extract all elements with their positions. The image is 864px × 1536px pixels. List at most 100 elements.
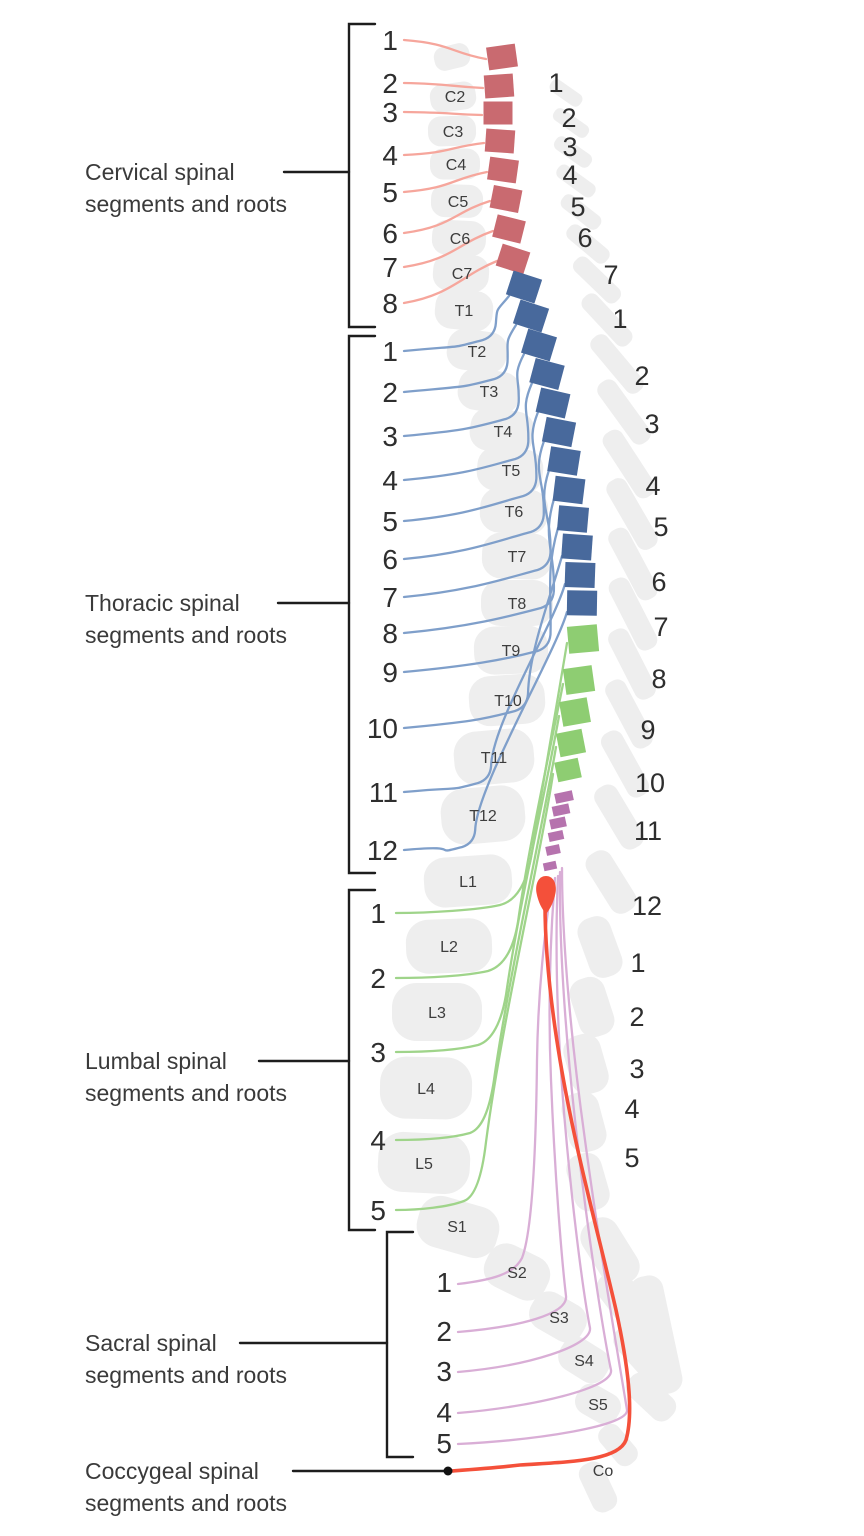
vertebral-body-blob [558,1336,610,1384]
vertebra-label-T8: T8 [508,596,527,613]
root-line-thoracic-3 [402,352,526,438]
right-level-number-thoracic-4: 4 [645,471,660,501]
spinous-process-blob [605,679,653,749]
right-level-number-thoracic-12: 12 [632,891,662,921]
spinous-process-blob [549,79,583,107]
vertebral-body-blob [446,328,508,374]
vertebral-body-blob [575,1383,621,1425]
spinous-process-blob [608,527,658,601]
cord-segment-sacral-5 [545,844,561,856]
right-level-number-lumbar-4: 4 [624,1094,639,1124]
label-line: Cervical spinal [85,159,235,185]
spinous-process-blob [594,784,644,850]
root-line-thoracic-1 [402,294,511,353]
vertebral-body-blob [379,1056,473,1120]
right-level-number-cervical-7: 7 [603,260,618,290]
vertebra-label-T3: T3 [480,384,499,401]
vertebra-label-T11: T11 [481,750,507,767]
label-line: Sacral spinal [85,1330,217,1356]
right-level-number-lumbar-3: 3 [629,1054,644,1084]
vertebral-body-blob [377,1131,471,1195]
left-root-number-cervical-1: 1 [382,25,398,56]
root-line-thoracic-2 [402,323,518,394]
vertebral-body-blob [405,918,493,974]
left-root-number-cervical-3: 3 [382,97,398,128]
spinous-process-blob [598,1423,638,1467]
spinous-process-blob [590,334,644,394]
spinous-process-blob [566,1152,610,1212]
root-line-thoracic-11 [402,582,567,794]
left-root-number-thoracic-6: 6 [382,544,398,575]
left-root-number-sacral-3: 3 [436,1356,452,1387]
vertebra-label-T2: T2 [468,344,487,361]
left-root-number-cervical-2: 2 [382,68,398,99]
left-root-number-sacral-4: 4 [436,1397,452,1428]
cord-segment-cervical-6 [489,184,523,214]
vertebral-body-blob [423,854,513,908]
vertebra-label-T5: T5 [502,463,521,480]
vertebral-body-blob [430,148,480,180]
label-line: segments and roots [85,622,288,648]
cord-segment-thoracic-2 [512,299,550,333]
left-root-number-lumbar-5: 5 [370,1195,386,1226]
vertebral-body-blob [429,81,477,113]
coccygeal-terminal-dot [443,1466,453,1476]
cord-segment-thoracic-7 [547,446,581,476]
root-line-cervical-8 [402,259,499,305]
vertebra-label-T12: T12 [469,808,497,825]
right-level-number-lumbar-1: 1 [630,948,645,978]
right-level-number-thoracic-1: 1 [612,304,627,334]
vertebra-label-T1: T1 [455,303,474,320]
spinous-process-blob [566,224,610,264]
cord-segment-lumbar-4 [555,728,587,758]
left-root-number-thoracic-3: 3 [382,421,398,452]
right-level-number-thoracic-6: 6 [651,567,666,597]
spinous-process-blob [585,850,637,914]
spinous-process-blob [602,429,656,499]
vertebral-body-blob [434,288,494,332]
cord-segment-thoracic-9 [556,505,590,533]
vertebra-label-T6: T6 [505,504,524,521]
cord-segment-cervical-8 [495,243,531,275]
label-coccygeal-region: Coccygeal spinal segments and roots [85,1455,287,1519]
vertebral-body-blob [392,983,482,1041]
label-lumbar-region: Lumbal spinal segments and roots [85,1045,287,1109]
label-line: segments and roots [85,1080,288,1106]
left-root-number-thoracic-1: 1 [382,336,398,367]
left-root-number-thoracic-7: 7 [382,582,398,613]
vertebra-label-T10: T10 [494,693,522,710]
cord-segment-cervical-2 [483,73,515,99]
right-level-number-thoracic-8: 8 [651,664,666,694]
cord-segment-thoracic-10 [561,533,593,561]
vertebral-body-blob [433,43,471,71]
left-root-number-thoracic-4: 4 [382,465,398,496]
right-level-number-thoracic-7: 7 [653,612,668,642]
cord-segment-cervical-5 [487,156,519,184]
right-level-number-thoracic-5: 5 [653,512,668,542]
vertebra-label-T4: T4 [494,424,513,441]
vertebral-body-blob [481,532,553,580]
right-level-number-lumbar-5: 5 [624,1143,639,1173]
root-line-thoracic-4 [402,381,534,482]
spinous-process-blob [573,256,621,304]
left-root-number-cervical-6: 6 [382,218,398,249]
right-level-number-thoracic-3: 3 [644,409,659,439]
vertebral-body-blob [469,407,535,455]
vertebral-body-blob [432,253,490,293]
root-line-cervical-7 [402,229,495,269]
right-level-number-thoracic-10: 10 [635,768,665,798]
vertebra-label-L1: L1 [459,874,477,891]
left-root-number-thoracic-9: 9 [382,657,398,688]
right-level-number-cervical-6: 6 [577,223,592,253]
right-level-number-cervical-2: 2 [561,103,576,133]
root-line-cervical-6 [402,199,492,235]
left-root-number-thoracic-8: 8 [382,618,398,649]
vertebral-body-blob [427,115,477,147]
conus-medullaris [536,876,556,914]
root-line-sacral-1 [456,878,554,1286]
left-root-number-thoracic-2: 2 [382,377,398,408]
left-root-number-thoracic-11: 11 [369,777,398,808]
cord-segment-thoracic-3 [521,328,557,362]
